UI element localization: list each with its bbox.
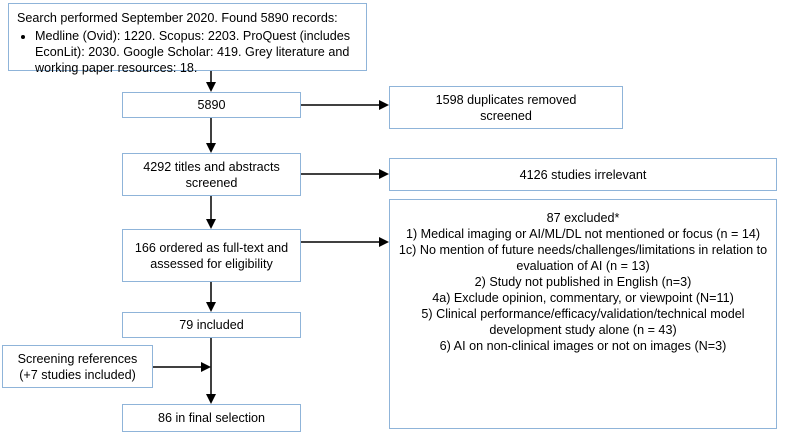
excluded-box: 87 excluded* 1) Medical imaging or AI/ML… bbox=[389, 199, 777, 429]
duplicates-line1: 1598 duplicates removed bbox=[435, 92, 577, 107]
duplicates-line2: screened bbox=[480, 108, 532, 123]
screened-line2: screened bbox=[185, 175, 238, 190]
excluded-reason: 1) Medical imaging or AI/ML/DL not menti… bbox=[405, 227, 761, 241]
final-text: 86 in final selection bbox=[157, 411, 266, 425]
screened-line1: 4292 titles and abstracts bbox=[143, 159, 280, 174]
excluded-reason: 4a) Exclude opinion, commentary, or view… bbox=[432, 291, 734, 305]
excluded-reason: 1c) No mention of future needs/challenge… bbox=[398, 243, 768, 273]
final-selection-box: 86 in final selection bbox=[122, 404, 301, 432]
search-records-box: Search performed September 2020. Found 5… bbox=[8, 3, 367, 75]
fulltext-line1: 166 ordered as full-text and bbox=[134, 240, 289, 255]
included-text: 79 included bbox=[179, 318, 244, 332]
duplicates-box: 1598 duplicates removed screened bbox=[389, 86, 623, 129]
references-line2: (+7 studies included) bbox=[19, 367, 136, 382]
excluded-reason: 2) Study not published in English (n=3) bbox=[474, 275, 692, 289]
fulltext-line2: assessed for eligibility bbox=[150, 256, 273, 271]
irrelevant-box: 4126 studies irrelevant bbox=[389, 158, 777, 191]
search-sources-item: Medline (Ovid): 1220. Scopus: 2203. ProQ… bbox=[35, 28, 358, 76]
excluded-title: 87 excluded* bbox=[546, 211, 620, 225]
irrelevant-text: 4126 studies irrelevant bbox=[519, 167, 647, 182]
records-box: 5890 bbox=[122, 92, 301, 118]
excluded-reason: 5) Clinical performance/efficacy/validat… bbox=[421, 307, 745, 337]
excluded-reason: 6) AI on non-clinical images or not on i… bbox=[439, 339, 727, 353]
records-count: 5890 bbox=[197, 98, 226, 112]
references-box: Screening references (+7 studies include… bbox=[2, 345, 153, 388]
included-box: 79 included bbox=[122, 312, 301, 338]
screened-box: 4292 titles and abstracts screened bbox=[122, 153, 301, 196]
references-line1: Screening references bbox=[17, 351, 138, 366]
fulltext-box: 166 ordered as full-text and assessed fo… bbox=[122, 229, 301, 282]
search-intro: Search performed September 2020. Found 5… bbox=[17, 11, 338, 25]
search-sources-list: Medline (Ovid): 1220. Scopus: 2203. ProQ… bbox=[17, 28, 358, 76]
